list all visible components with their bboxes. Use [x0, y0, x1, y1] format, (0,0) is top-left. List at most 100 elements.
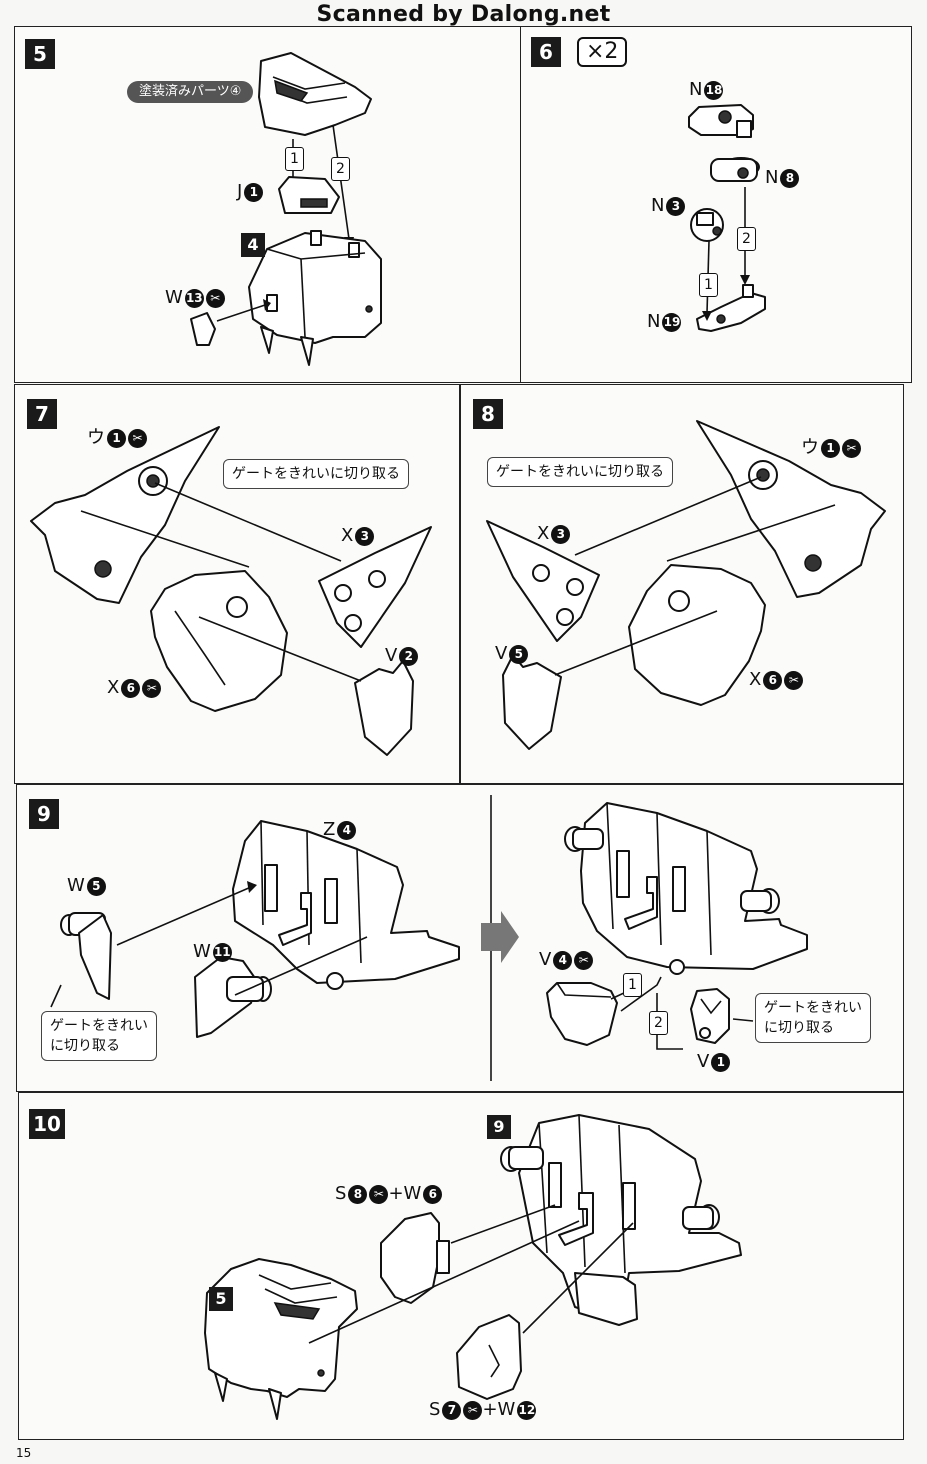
nipper-cut-icon: ✂	[205, 288, 225, 308]
order-hex-2: 2	[331, 157, 350, 181]
part-letter: N	[647, 311, 661, 332]
step-number: 6	[531, 37, 561, 67]
part-number-badge: 13	[184, 288, 204, 308]
part-number-badge: 1	[821, 438, 840, 458]
part-number-badge: 8	[348, 1184, 368, 1204]
part-number-badge: 4	[553, 950, 573, 970]
part-letter: X	[537, 523, 550, 544]
nipper-cut-icon: ✂	[369, 1184, 389, 1204]
part-letter: Z	[323, 819, 336, 840]
step-8-drawing	[486, 420, 886, 750]
part-letter: V	[539, 949, 552, 970]
plus-w-text: +W	[482, 1399, 516, 1420]
gate-note-line: ゲートをきれい	[50, 1018, 148, 1034]
nipper-cut-icon: ✂	[128, 428, 147, 448]
watermark-text: Scanned by Dalong.net	[316, 2, 611, 27]
part-number-badge: 8	[780, 168, 800, 188]
part-letter: ウ	[801, 437, 819, 458]
part-number-badge: 1	[244, 182, 264, 202]
part-letter: W	[165, 287, 183, 308]
part-letter: W	[67, 875, 85, 896]
part-letter: W	[193, 941, 211, 962]
part-number-badge: 6	[121, 678, 141, 698]
step-number: 5	[25, 39, 55, 69]
multiplier-badge: ×2	[577, 37, 628, 67]
part-letter: X	[107, 677, 120, 698]
nipper-cut-icon: ✂	[842, 438, 861, 458]
order-hex-2: 2	[737, 227, 756, 251]
page-number: 15	[16, 1446, 32, 1460]
painted-parts-label: 塗装済みパーツ④	[127, 81, 254, 103]
part-letter: S	[335, 1183, 347, 1204]
part-number-badge: 5	[509, 644, 529, 664]
part-letter: V	[385, 645, 398, 666]
gate-note-line: に切り取る	[764, 1020, 834, 1036]
part-number-badge: 5	[86, 876, 106, 896]
part-number-badge: 12	[517, 1400, 537, 1420]
step-number: 7	[27, 399, 57, 429]
step-7-drawing	[30, 426, 432, 756]
part-letter: N	[765, 167, 779, 188]
gate-note-line: ゲートをきれい	[764, 1000, 862, 1016]
ref-step-5: 5	[209, 1287, 233, 1311]
nipper-cut-icon: ✂	[142, 678, 162, 698]
order-hex-2: 2	[649, 1011, 668, 1035]
nipper-cut-icon: ✂	[784, 670, 804, 690]
nipper-cut-icon: ✂	[574, 950, 594, 970]
ref-step-9: 9	[487, 1115, 511, 1139]
step-9-panel: 9	[16, 784, 904, 1092]
part-letter: V	[495, 643, 508, 664]
part-letter: N	[651, 195, 665, 216]
plus-w-text: +W	[388, 1183, 422, 1204]
step-number: 10	[29, 1109, 65, 1139]
part-letter: S	[429, 1399, 441, 1420]
nipper-cut-icon: ✂	[463, 1400, 483, 1420]
step-5-drawing	[190, 52, 382, 366]
gate-note: ゲートをきれいに切り取る	[223, 459, 409, 489]
step-9-drawing	[50, 795, 808, 1081]
part-number-badge: 6	[763, 670, 783, 690]
gate-note: ゲートをきれい に切り取る	[41, 1011, 157, 1061]
gate-note: ゲートをきれいに切り取る	[487, 457, 673, 487]
step-10-drawing	[204, 1114, 742, 1420]
ref-step-4: 4	[241, 233, 265, 257]
step-number: 8	[473, 399, 503, 429]
part-letter: J	[237, 181, 243, 202]
gate-note-line: に切り取る	[50, 1038, 120, 1054]
part-number-badge: 1	[711, 1052, 731, 1072]
part-letter: V	[697, 1051, 710, 1072]
part-number-badge: 3	[666, 196, 686, 216]
part-number-badge: 3	[355, 526, 375, 546]
step-number: 9	[29, 799, 59, 829]
part-letter: N	[689, 79, 703, 100]
part-number-badge: 2	[399, 646, 419, 666]
gate-note-2: ゲートをきれい に切り取る	[755, 993, 871, 1043]
order-hex-1: 1	[285, 147, 304, 171]
part-number-badge: 18	[704, 80, 724, 100]
order-hex-1: 1	[699, 273, 718, 297]
